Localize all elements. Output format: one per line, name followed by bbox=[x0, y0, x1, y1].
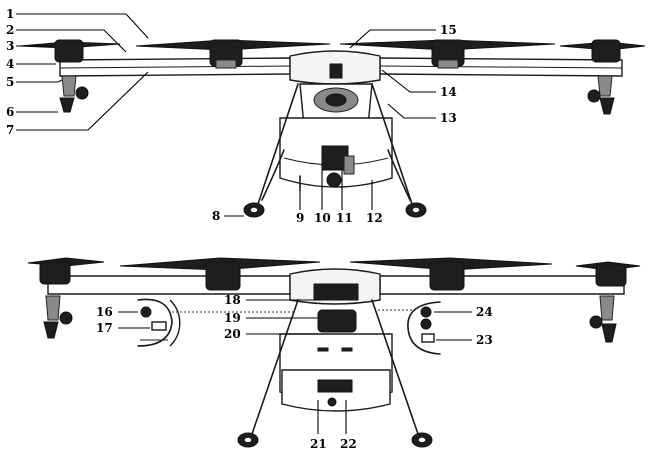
battery-plug bbox=[317, 379, 353, 393]
landing-gear-top bbox=[243, 83, 427, 218]
callout-16: 16 bbox=[96, 305, 113, 319]
pump-block bbox=[321, 145, 355, 188]
callout-8: 8 bbox=[212, 209, 220, 223]
propellers-top bbox=[19, 39, 646, 51]
callout-7: 7 bbox=[6, 123, 14, 137]
rear-view bbox=[27, 257, 641, 448]
motor bbox=[54, 39, 84, 63]
nozzles-top bbox=[59, 75, 615, 115]
callout-1: 1 bbox=[6, 7, 14, 21]
callout-18: 18 bbox=[224, 293, 241, 307]
callout-23: 23 bbox=[476, 333, 493, 347]
front-view bbox=[19, 39, 646, 218]
callout-12: 12 bbox=[366, 211, 383, 225]
port-23 bbox=[421, 333, 435, 343]
callout-14: 14 bbox=[440, 85, 457, 99]
motors-bottom bbox=[39, 261, 627, 291]
callout-10: 10 bbox=[314, 211, 331, 225]
callout-13: 13 bbox=[440, 111, 457, 125]
frame-bottom bbox=[289, 268, 381, 333]
callout-20: 20 bbox=[224, 327, 241, 341]
nozzle bbox=[61, 75, 77, 97]
callout-21: 21 bbox=[310, 437, 327, 451]
callout-5: 5 bbox=[6, 75, 14, 89]
callout-9: 9 bbox=[296, 211, 304, 225]
callout-6: 6 bbox=[6, 105, 14, 119]
callout-11: 11 bbox=[336, 211, 353, 225]
nozzles-bottom bbox=[43, 295, 617, 343]
callout-2: 2 bbox=[6, 23, 14, 37]
propellers-bottom bbox=[27, 257, 641, 271]
frame-top bbox=[289, 50, 381, 127]
right-detail-inset bbox=[378, 301, 441, 355]
callout-24: 24 bbox=[476, 305, 493, 319]
left-detail-inset bbox=[137, 298, 296, 347]
callout-4: 4 bbox=[6, 57, 14, 71]
motor bbox=[591, 39, 621, 63]
callout-22: 22 bbox=[340, 437, 357, 451]
pump bbox=[317, 309, 357, 333]
port-24 bbox=[420, 306, 432, 318]
callout-17: 17 bbox=[96, 321, 113, 335]
landing-gear-bottom bbox=[237, 299, 433, 448]
callout-15: 15 bbox=[440, 23, 457, 37]
leader-lines bbox=[16, 13, 472, 434]
motors-top bbox=[54, 39, 621, 69]
callout-numbers: 1 2 3 4 5 6 7 8 9 10 11 12 13 14 15 16 1… bbox=[6, 7, 493, 451]
nozzle bbox=[597, 75, 613, 97]
callout-3: 3 bbox=[6, 39, 14, 53]
port-17 bbox=[151, 321, 167, 331]
port-16 bbox=[140, 306, 152, 318]
callout-19: 19 bbox=[224, 311, 241, 325]
